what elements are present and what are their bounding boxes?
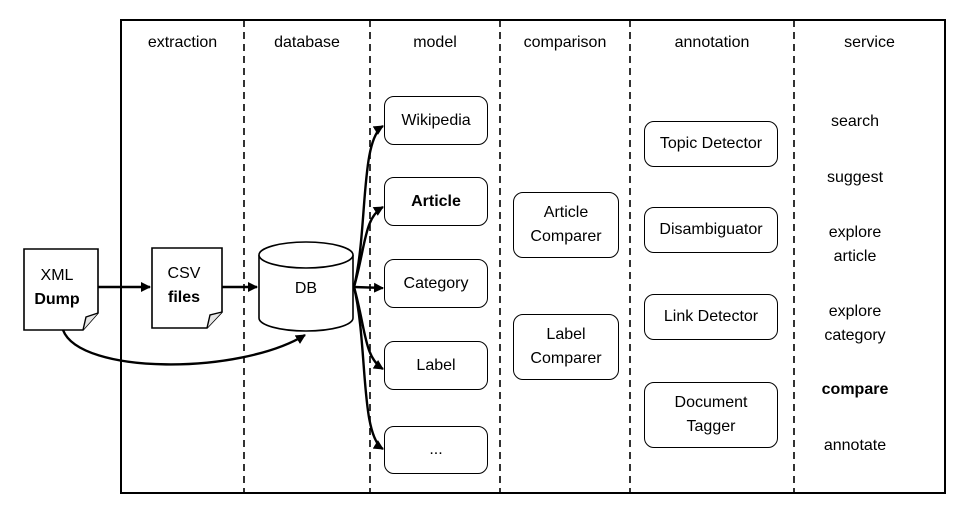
- outer-frame: [120, 19, 946, 494]
- xml-dump-label: XML Dump: [24, 264, 90, 312]
- header-annotation: annotation: [674, 34, 750, 51]
- service-annotate: annotate: [823, 437, 887, 454]
- topic-detector-label: Topic Detector: [659, 135, 763, 152]
- xml-dump-fold: [82, 312, 99, 331]
- model-more-label: ...: [429, 441, 443, 458]
- link-detector: Link Detector: [644, 294, 778, 340]
- db-label: DB: [294, 280, 318, 297]
- service-explore-article: explore article: [775, 221, 935, 269]
- csv-files-fold: [206, 311, 223, 329]
- model-article: Article: [384, 177, 488, 226]
- label-comparer-line2: Comparer: [530, 350, 602, 367]
- service-explore-article-line1: explore: [828, 224, 882, 241]
- service-explore-article-line2: article: [833, 248, 877, 265]
- model-article-label: Article: [411, 192, 461, 210]
- link-detector-label: Link Detector: [663, 308, 759, 325]
- column-separators: [243, 20, 795, 493]
- service-suggest: suggest: [826, 169, 884, 186]
- service-explore-category: explore category: [775, 300, 935, 348]
- model-more: ...: [384, 426, 488, 474]
- article-comparer-line2: Comparer: [530, 228, 602, 245]
- document-tagger-line2: Tagger: [686, 418, 736, 435]
- files-label-line2: files: [167, 289, 200, 306]
- dump-label-line2: Dump: [34, 291, 80, 308]
- model-category-label: Category: [403, 274, 469, 292]
- header-model: model: [413, 34, 457, 51]
- document-tagger-line1: Document: [674, 394, 748, 411]
- model-category: Category: [384, 259, 488, 308]
- header-comparison: comparison: [523, 34, 607, 51]
- service-explore-category-line2: category: [824, 327, 886, 344]
- model-wikipedia-label: Wikipedia: [401, 111, 471, 129]
- model-label-label: Label: [416, 356, 456, 374]
- service-search: search: [830, 113, 880, 130]
- disambiguator: Disambiguator: [644, 207, 778, 253]
- db-cylinder: [258, 241, 354, 332]
- flow-arrows: [61, 124, 384, 451]
- csv-label-line1: CSV: [167, 265, 201, 282]
- label-comparer: Label Comparer: [513, 314, 619, 380]
- csv-files-label: CSV files: [152, 262, 216, 310]
- disambiguator-label: Disambiguator: [659, 221, 763, 238]
- model-wikipedia: Wikipedia: [384, 96, 488, 145]
- article-comparer: Article Comparer: [513, 192, 619, 258]
- header-database: database: [274, 34, 340, 51]
- service-compare: compare: [821, 381, 889, 398]
- document-tagger: Document Tagger: [644, 382, 778, 448]
- xml-label-line1: XML: [40, 267, 74, 284]
- model-label: Label: [384, 341, 488, 390]
- service-explore-category-line1: explore: [828, 303, 882, 320]
- header-extraction: extraction: [147, 34, 218, 51]
- topic-detector: Topic Detector: [644, 121, 778, 167]
- label-comparer-line1: Label: [546, 326, 586, 343]
- article-comparer-line1: Article: [543, 204, 589, 221]
- header-service: service: [844, 34, 895, 51]
